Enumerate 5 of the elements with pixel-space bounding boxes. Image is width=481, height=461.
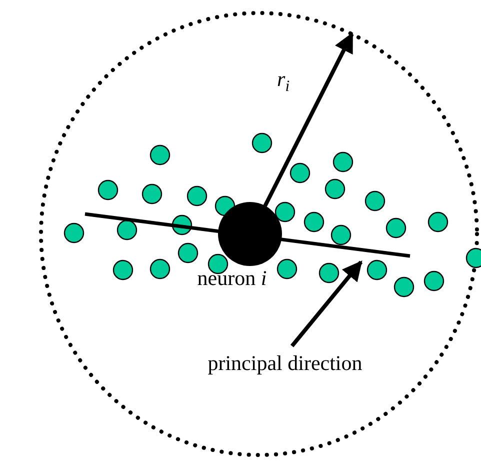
- radius-label: r$_{i}$: [277, 68, 290, 96]
- neuron-circle: [218, 202, 282, 266]
- node-label: neuron i: [197, 267, 267, 290]
- leader-arrow: [290, 260, 363, 348]
- caption-text: principal direction: [208, 352, 362, 376]
